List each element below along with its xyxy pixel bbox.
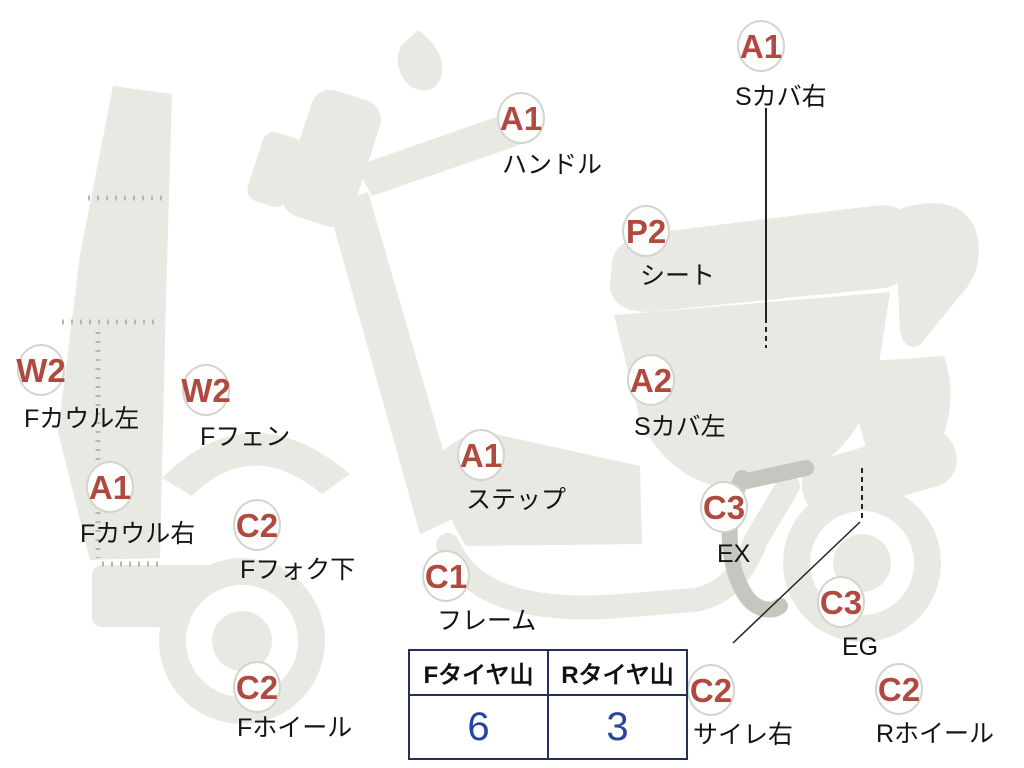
grade-badge: P2	[622, 205, 670, 257]
tail-shape	[896, 203, 979, 347]
front-cowl-shape	[58, 86, 172, 560]
grade-badge: C1	[422, 550, 470, 602]
part-label: フレーム	[437, 607, 537, 635]
front-hub-shape	[212, 611, 272, 671]
part-label: Fホイール	[237, 714, 353, 742]
grade-badge: W2	[181, 364, 231, 416]
part-label: EG	[842, 633, 879, 661]
grade-badge: C2	[233, 661, 281, 713]
tire-tread-table: Fタイヤ山 Rタイヤ山 6 3	[408, 649, 688, 760]
part-label: ハンドル	[502, 151, 603, 179]
handle-cover-side-shape	[247, 131, 304, 208]
front-fender-shape	[162, 432, 350, 496]
side-cover-shape	[614, 292, 890, 488]
part-label: Fカウル右	[80, 520, 196, 548]
grade-badge: A1	[86, 461, 134, 513]
part-label: ステップ	[466, 486, 567, 514]
steering-stem-shape	[328, 192, 462, 534]
handlebar-shape	[356, 110, 534, 196]
pointer-lines	[732, 108, 863, 644]
grade-badge: A2	[627, 354, 675, 406]
rear-tire-depth: 3	[547, 694, 688, 760]
part-label: Sカバ右	[735, 83, 827, 111]
grade-badge: C2	[233, 499, 281, 551]
part-label: Fフォク下	[240, 556, 356, 584]
tire-table-value-row: 6 3	[408, 694, 688, 760]
part-label: Rホイール	[876, 720, 995, 748]
exhaust-pipe-shape	[734, 460, 814, 490]
grade-badge: C3	[817, 576, 865, 628]
grade-badge: A1	[457, 429, 505, 481]
frame-tube-shape	[436, 474, 800, 620]
front-tire-header: Fタイヤ山	[408, 649, 549, 696]
grade-badge: A1	[737, 20, 785, 72]
handle-cover-shape	[282, 89, 382, 228]
grade-badge: A1	[497, 92, 545, 144]
part-label: Sカバ左	[634, 413, 726, 441]
grade-badge: C2	[875, 663, 923, 715]
grade-badge: W2	[16, 344, 66, 396]
part-label: サイレ右	[693, 721, 794, 749]
part-label: Fフェン	[200, 423, 291, 451]
grade-badge: C3	[700, 481, 748, 533]
rear-tire-header: Rタイヤ山	[547, 649, 688, 696]
seat-shape	[610, 205, 918, 312]
front-tire-depth: 6	[408, 694, 549, 760]
cowl-dotted-lines	[62, 195, 166, 567]
part-label: EX	[717, 540, 751, 568]
part-label: シート	[640, 262, 716, 290]
grade-badge: C2	[687, 664, 735, 716]
tire-table-header-row: Fタイヤ山 Rタイヤ山	[408, 649, 688, 696]
mirror-shape	[397, 30, 443, 91]
part-label: Fカウル左	[24, 405, 140, 433]
